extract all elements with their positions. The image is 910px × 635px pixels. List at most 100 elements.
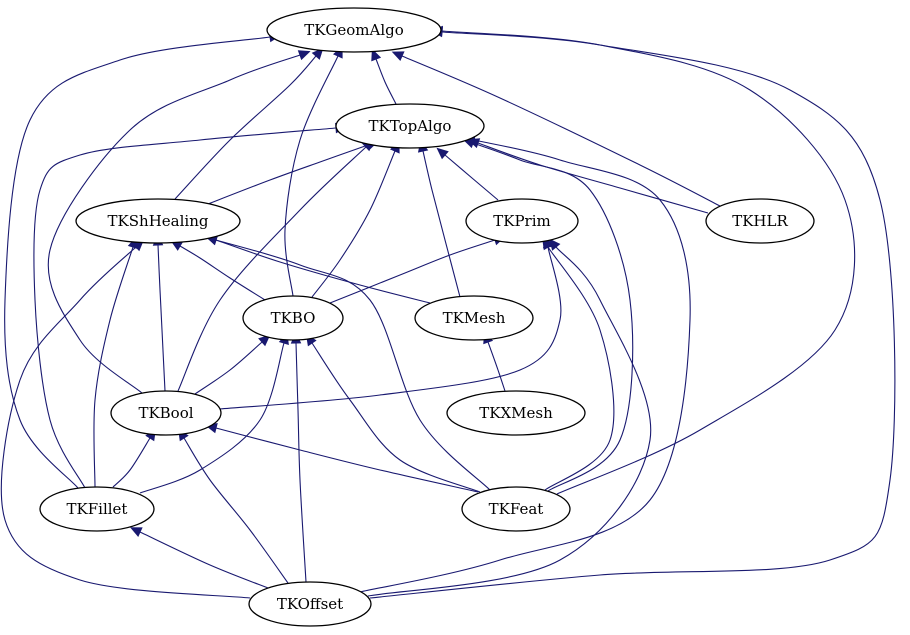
node-ellipse — [461, 486, 571, 532]
edge-tkprim-to-tktopalgo — [436, 147, 499, 201]
edge-tkbo-to-tkprim — [329, 235, 506, 304]
edge-tkfillet-to-tkshhealing — [93, 236, 138, 488]
edge-tkbo-to-tktopalgo — [311, 140, 400, 298]
node-label: TKPrim — [493, 212, 551, 230]
edge-tkoffset-to-tkfillet — [129, 527, 269, 589]
edge-line — [369, 31, 896, 599]
arrowhead-icon — [129, 527, 143, 538]
edge-line — [112, 437, 151, 488]
edge-line — [33, 127, 337, 489]
edge-tkmesh-to-tktopalgo — [417, 140, 461, 298]
edge-line — [422, 150, 461, 298]
edge-line — [311, 342, 481, 493]
node-ellipse — [75, 198, 241, 244]
edge-line — [174, 55, 317, 200]
edge-line — [472, 142, 634, 492]
edge-line — [284, 55, 339, 297]
edge-line — [207, 144, 369, 205]
node-label: TKBool — [138, 404, 193, 422]
edge-line — [179, 245, 266, 301]
edge-line — [215, 239, 431, 304]
edge-tkoffset-to-tkprim — [367, 238, 652, 597]
edge-line — [157, 244, 166, 392]
node-label: TKHLR — [732, 212, 788, 230]
node-tkgeomalgo[interactable]: TKGeomAlgo — [266, 7, 442, 53]
edge-line — [139, 531, 269, 589]
edge-tkhlr-to-tkgeomalgo — [391, 51, 721, 207]
node-ellipse — [465, 198, 579, 244]
node-tkxmesh[interactable]: TKXMesh — [446, 390, 586, 436]
node-tkbool[interactable]: TKBool — [110, 390, 222, 436]
node-tkprim[interactable]: TKPrim — [465, 198, 579, 244]
arrowhead-icon — [548, 238, 561, 251]
arrowhead-icon — [436, 147, 449, 160]
node-ellipse — [242, 295, 344, 341]
node-label: TKShHealing — [108, 212, 209, 230]
edge-line — [311, 150, 396, 298]
edge-line — [375, 58, 397, 105]
edge-tkfeat-to-tkprim — [542, 237, 615, 491]
edge-tkfeat-to-tkshhealing — [205, 235, 491, 491]
node-tkbo[interactable]: TKBO — [242, 295, 344, 341]
node-tktopalgo[interactable]: TKTopAlgo — [335, 103, 485, 149]
edge-line — [215, 239, 491, 491]
node-ellipse — [266, 7, 442, 53]
edge-tkfillet-to-tkbool — [112, 428, 156, 488]
node-ellipse — [414, 295, 534, 341]
edge-line — [139, 342, 285, 494]
edge-line — [295, 342, 307, 583]
node-ellipse — [248, 581, 372, 627]
node-label: TKMesh — [443, 309, 506, 327]
edge-tkbool-to-tkshhealing — [152, 233, 166, 392]
edge-line — [444, 154, 499, 201]
node-ellipse — [705, 198, 815, 244]
node-tkfillet[interactable]: TKFillet — [39, 486, 155, 532]
node-tkfeat[interactable]: TKFeat — [461, 486, 571, 532]
arrowhead-icon — [297, 50, 311, 61]
edge-line — [93, 246, 134, 488]
arrowhead-icon — [258, 334, 271, 347]
edge-tkmesh-to-tkshhealing — [205, 235, 431, 304]
edge-line — [215, 427, 479, 493]
node-label: TKXMesh — [479, 404, 553, 422]
edge-line — [477, 142, 709, 214]
edge-line — [367, 246, 652, 597]
edge-line — [329, 239, 496, 304]
edge-tktopalgo-to-tkgeomalgo — [371, 48, 397, 105]
edge-tkoffset-to-tkbo — [290, 331, 307, 583]
edge-line — [401, 55, 721, 207]
node-label: TKBO — [271, 309, 316, 327]
node-tkmesh[interactable]: TKMesh — [414, 295, 534, 341]
edge-tkxmesh-to-tkmesh — [483, 331, 506, 392]
edge-tkbool-to-tkgeomalgo — [47, 50, 311, 394]
node-tkoffset[interactable]: TKOffset — [248, 581, 372, 627]
arrowhead-icon — [391, 51, 405, 61]
node-tkshhealing[interactable]: TKShHealing — [75, 198, 241, 244]
edge-line — [219, 246, 562, 410]
edge-tkoffset-to-tkbool — [178, 428, 289, 584]
node-ellipse — [446, 390, 586, 436]
edge-tkshhealing-to-tktopalgo — [207, 140, 379, 205]
edge-line — [47, 54, 301, 394]
node-label: TKFillet — [67, 500, 128, 518]
node-tkhlr[interactable]: TKHLR — [705, 198, 815, 244]
edge-tkfeat-to-tkbool — [205, 422, 479, 493]
edge-line — [183, 437, 289, 584]
node-label: TKFeat — [489, 500, 544, 518]
node-label: TKOffset — [277, 595, 343, 613]
edge-tkbool-to-tkbo — [194, 334, 271, 395]
node-label: TKTopAlgo — [369, 117, 452, 135]
edge-line — [544, 246, 615, 491]
arrowhead-icon — [371, 48, 382, 62]
edge-line — [359, 139, 691, 593]
edge-line — [194, 341, 263, 395]
arrowhead-icon — [311, 47, 324, 60]
edge-line — [487, 341, 506, 392]
edge-tkshhealing-to-tkgeomalgo — [174, 47, 324, 200]
node-label: TKGeomAlgo — [304, 21, 404, 39]
edge-line — [4, 36, 271, 489]
edge-line — [177, 146, 367, 392]
node-ellipse — [335, 103, 485, 149]
